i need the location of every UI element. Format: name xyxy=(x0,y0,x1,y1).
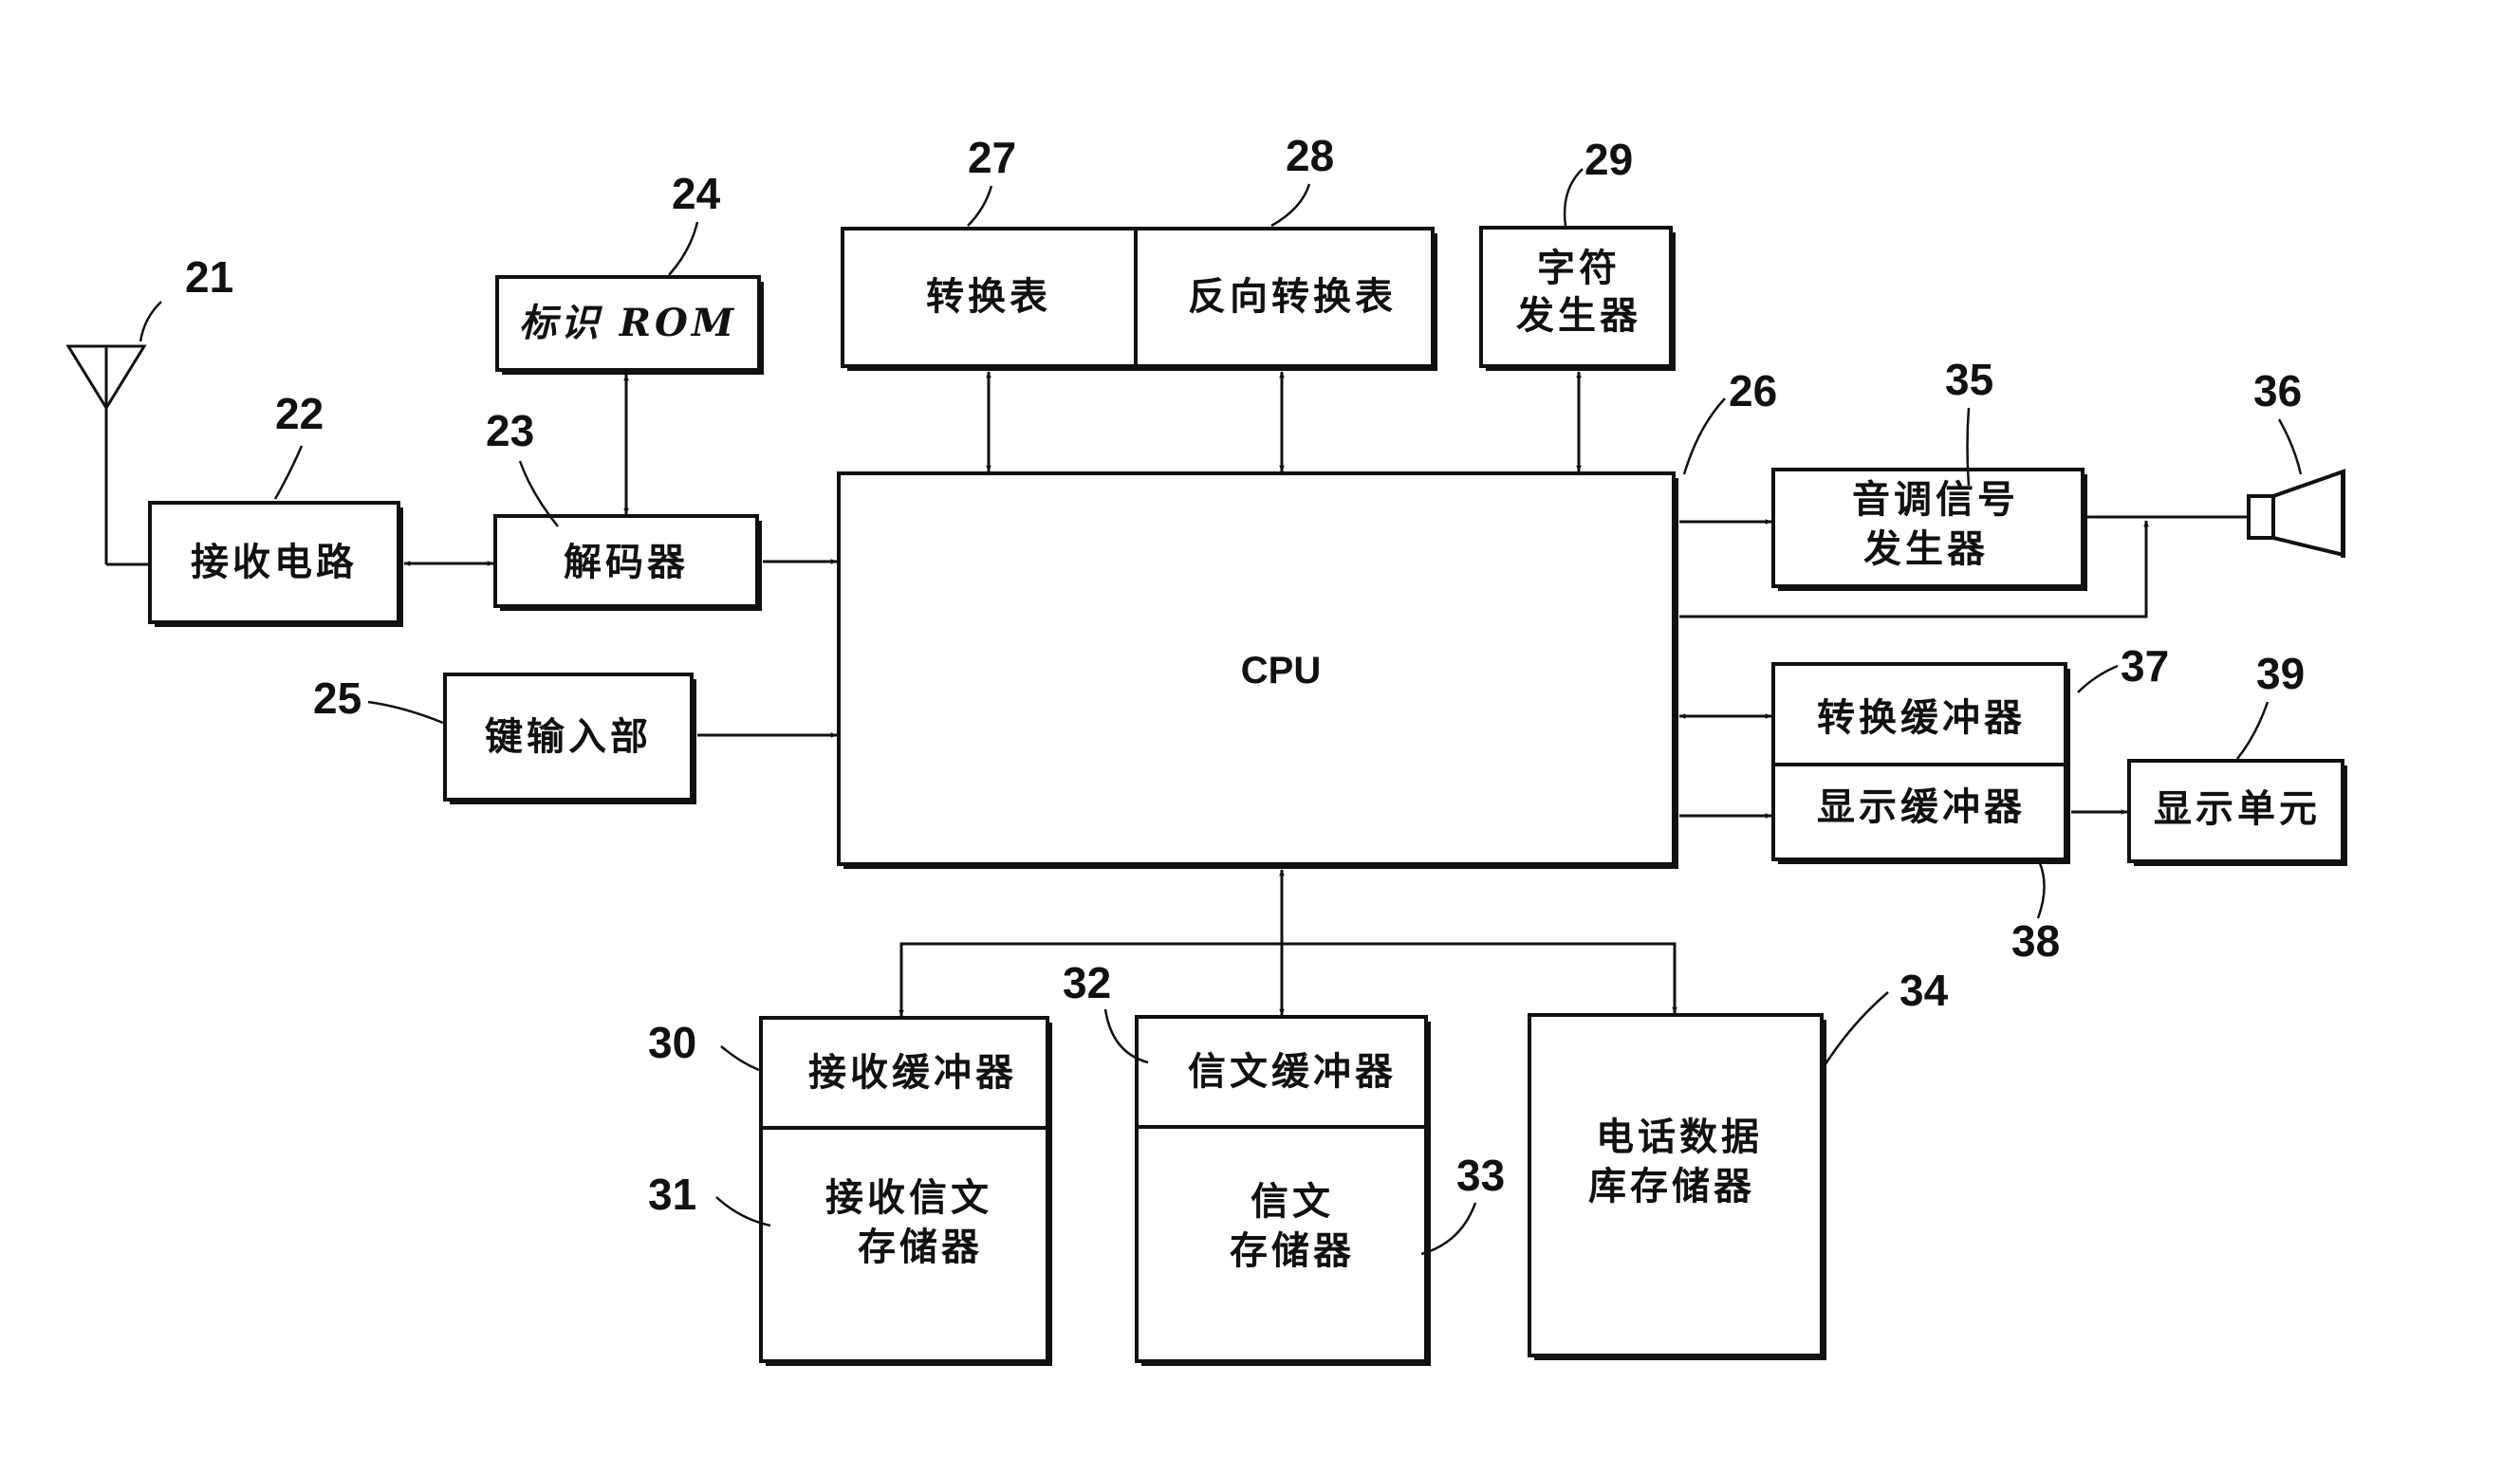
decoder-block: 解码器 xyxy=(493,514,762,611)
ref-31: 31 xyxy=(648,1170,696,1219)
ref-32: 32 xyxy=(1063,958,1111,1007)
phone-database-block: 电话数据 库存储器 xyxy=(1528,1013,1826,1360)
message-memory-stack: 信文缓冲器 信文 存储器 xyxy=(1135,1015,1431,1366)
receive-circuit-label: 接收电路 xyxy=(191,540,358,584)
ref-30: 30 xyxy=(648,1018,696,1067)
character-generator-block: 字符 发生器 xyxy=(1479,226,1676,371)
ref-37: 37 xyxy=(2121,641,2169,691)
character-generator-label-2: 发生器 xyxy=(1516,293,1641,338)
bus-to-receive-buffer xyxy=(899,942,1282,1017)
ref-26: 26 xyxy=(1729,366,1777,415)
ref-27: 27 xyxy=(968,133,1016,182)
buffer-stack: 转换缓冲器 显示缓冲器 xyxy=(1771,662,2070,864)
reverse-conversion-table-label: 反向转换表 xyxy=(1188,274,1397,319)
conversion-buffer-label: 转换缓冲器 xyxy=(1817,695,2026,740)
receive-message-memory-label-2: 存储器 xyxy=(858,1225,983,1269)
receive-buffer-label: 接收缓冲器 xyxy=(808,1050,1017,1095)
message-memory-label-1: 信文 xyxy=(1251,1179,1334,1224)
key-input-block: 键输入部 xyxy=(443,673,696,804)
ref-34: 34 xyxy=(1899,966,1949,1015)
ref-33: 33 xyxy=(1456,1151,1505,1200)
ref-25: 25 xyxy=(313,673,361,723)
connections xyxy=(403,371,2149,1017)
message-memory-label-2: 存储器 xyxy=(1230,1228,1355,1273)
receive-circuit-block: 接收电路 xyxy=(148,501,403,627)
ref-28: 28 xyxy=(1286,131,1334,180)
ref-38: 38 xyxy=(2011,916,2060,966)
ref-39: 39 xyxy=(2256,649,2305,698)
conversion-table-label: 转换表 xyxy=(926,274,1051,319)
cpu-speaker-bypass xyxy=(1679,520,2149,618)
display-unit-label: 显示单元 xyxy=(2154,786,2321,831)
character-generator-label-1: 字符 xyxy=(1537,246,1621,290)
ref-35: 35 xyxy=(1945,355,1993,404)
id-rom-label: 标识 ROM xyxy=(519,301,737,345)
message-buffer-label: 信文缓冲器 xyxy=(1188,1049,1397,1094)
cpu-block: CPU xyxy=(837,471,1678,869)
bus-to-phone-database xyxy=(1282,942,1677,1014)
cpu-label: CPU xyxy=(1241,650,1321,692)
ref-36: 36 xyxy=(2253,366,2302,415)
ref-23: 23 xyxy=(486,406,534,455)
ref-29: 29 xyxy=(1584,135,1633,184)
ref-24: 24 xyxy=(672,169,721,218)
ref-22: 22 xyxy=(275,389,324,438)
ref-21: 21 xyxy=(185,252,233,302)
phone-database-label-1: 电话数据 xyxy=(1596,1115,1763,1159)
phone-database-label-2: 库存储器 xyxy=(1588,1164,1755,1208)
speaker xyxy=(2083,469,2345,558)
id-rom-block: 标识 ROM xyxy=(495,275,764,375)
decoder-label: 解码器 xyxy=(564,540,689,584)
conversion-table-group: 转换表 反向转换表 xyxy=(841,227,1437,371)
display-buffer-label: 显示缓冲器 xyxy=(1817,784,2026,829)
reference-numbers: 21 22 24 23 25 27 28 29 26 35 36 37 39 3… xyxy=(139,131,2305,1256)
tone-generator-block: 音调信号 发生器 xyxy=(1771,468,2087,591)
key-input-label: 键输入部 xyxy=(485,714,652,759)
tone-generator-label-1: 音调信号 xyxy=(1852,477,2019,522)
antenna xyxy=(65,344,150,566)
tone-generator-label-2: 发生器 xyxy=(1863,526,1989,571)
receive-message-memory-label-1: 接收信文 xyxy=(825,1175,992,1220)
display-unit-block: 显示单元 xyxy=(2127,759,2347,866)
receive-memory-stack: 接收缓冲器 接收信文 存储器 xyxy=(759,1016,1052,1366)
